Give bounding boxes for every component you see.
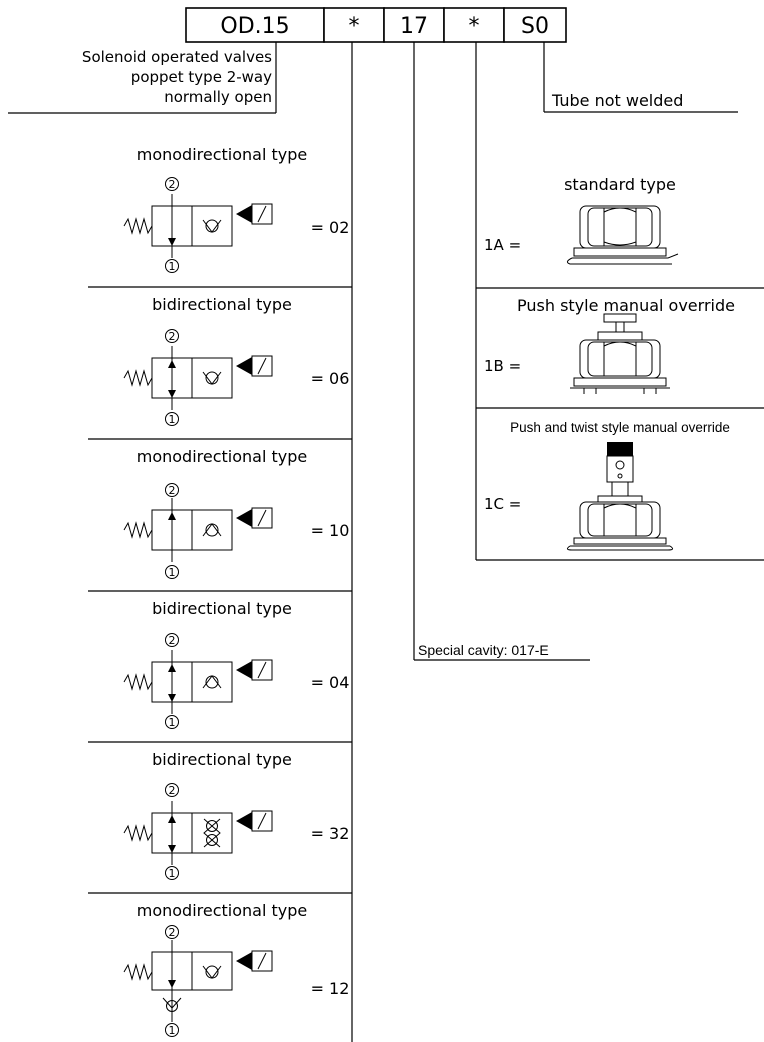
override-1c-code: 1C = <box>484 495 521 513</box>
code-cell-valve-type <box>323 7 385 43</box>
code-header: OD.15 * 17 * S0 <box>185 7 567 43</box>
override-1c-title: Push and twist style manual override <box>510 420 730 435</box>
valve-option-02-code: = 02 <box>311 218 350 237</box>
port-1-label: 1 <box>169 1024 176 1037</box>
family-line-1: Solenoid operated valves <box>82 48 272 66</box>
nut-standard-drawing <box>566 205 679 265</box>
valve-option-04-title: bidirectional type <box>152 599 292 618</box>
port-2-label: 2 <box>169 178 176 191</box>
port-1-label: 1 <box>169 566 176 579</box>
cavity-label: Special cavity: 017-E <box>418 642 549 658</box>
valve-option-04-code: = 04 <box>311 673 350 692</box>
override-1a-code: 1A = <box>484 236 521 254</box>
port-1-label: 1 <box>169 867 176 880</box>
valve-symbol-32: 2 1 <box>123 783 273 880</box>
port-2-label: 2 <box>169 634 176 647</box>
valve-option-02-title: monodirectional type <box>137 145 308 164</box>
code-cell-series <box>185 7 325 43</box>
port-2-label: 2 <box>169 926 176 939</box>
code-override-text: * <box>469 14 480 39</box>
leader-lines <box>8 42 764 1042</box>
valve-option-32-code: = 32 <box>311 824 350 843</box>
code-tube-text: S0 <box>521 14 549 39</box>
valve-symbol-06: 2 1 <box>123 329 273 426</box>
code-series-text: OD.15 <box>220 14 289 39</box>
valve-option-10-title: monodirectional type <box>137 447 308 466</box>
valve-option-32-title: bidirectional type <box>152 750 292 769</box>
code-cell-tube <box>503 7 567 43</box>
port-1-label: 1 <box>169 413 176 426</box>
nut-twist-override-drawing <box>566 442 674 551</box>
valve-symbol-12: 2 1 <box>123 925 273 1037</box>
override-1b-title: Push style manual override <box>517 296 735 315</box>
port-1-label: 1 <box>169 260 176 273</box>
port-2-label: 2 <box>169 484 176 497</box>
port-2-label: 2 <box>169 784 176 797</box>
valve-symbol-10: 2 1 <box>123 483 273 579</box>
nut-push-override-drawing <box>570 313 670 394</box>
port-2-label: 2 <box>169 330 176 343</box>
code-valve-type-text: * <box>349 14 360 39</box>
override-1a-title: standard type <box>564 175 676 194</box>
code-cavity-text: 17 <box>400 14 428 39</box>
family-line-2: poppet type 2-way <box>131 68 272 86</box>
port-1-label: 1 <box>169 716 176 729</box>
family-line-3: normally open <box>164 88 272 106</box>
valve-option-12-title: monodirectional type <box>137 901 308 920</box>
tube-label: Tube not welded <box>551 91 683 110</box>
valve-option-06-title: bidirectional type <box>152 295 292 314</box>
valve-option-06-code: = 06 <box>311 369 350 388</box>
valve-option-10-code: = 10 <box>311 521 350 540</box>
valve-symbol-04: 2 1 <box>123 633 273 729</box>
override-1b-code: 1B = <box>484 357 521 375</box>
valve-symbol-02: 2 1 <box>123 177 273 273</box>
valve-option-12-code: = 12 <box>311 979 350 998</box>
